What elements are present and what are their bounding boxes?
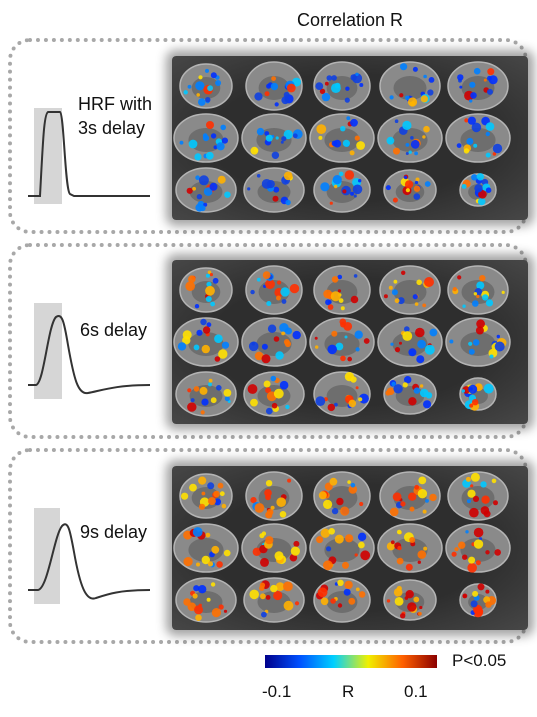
brain-slice bbox=[245, 265, 303, 315]
brain-slice bbox=[313, 471, 371, 521]
panel-3-label: 9s delay bbox=[80, 520, 147, 544]
brain-slice bbox=[313, 371, 371, 417]
brain-slice bbox=[313, 265, 371, 315]
panel-1-label-line2: 3s delay bbox=[78, 118, 146, 138]
brain-slice bbox=[313, 577, 371, 623]
brain-slice bbox=[377, 523, 443, 573]
brain-slice bbox=[309, 113, 375, 163]
brain-slice bbox=[459, 583, 497, 618]
brain-slice bbox=[243, 577, 305, 623]
brain-slice bbox=[447, 265, 509, 315]
panel-1-label: HRF with 3s delay bbox=[78, 92, 152, 140]
brain-slice bbox=[377, 317, 443, 367]
brain-slice bbox=[241, 523, 307, 573]
brain-slice bbox=[243, 371, 305, 417]
brain-slice bbox=[313, 167, 371, 213]
brain-slices-9s bbox=[172, 466, 528, 630]
brain-slice bbox=[447, 61, 509, 111]
brain-slice bbox=[383, 579, 437, 621]
brain-slice bbox=[179, 267, 233, 313]
brain-slice bbox=[245, 471, 303, 521]
brain-slice bbox=[445, 317, 511, 367]
panel-1-label-line1: HRF with bbox=[78, 94, 153, 114]
brain-slice bbox=[383, 373, 437, 415]
brain-slice bbox=[383, 169, 437, 211]
brain-slice bbox=[379, 265, 441, 315]
brain-slice bbox=[379, 471, 441, 521]
brain-slice bbox=[377, 113, 443, 163]
brain-slice bbox=[173, 113, 239, 163]
figure-title: Correlation R bbox=[296, 10, 404, 30]
panel-3-label-line1: 9s delay bbox=[80, 522, 148, 542]
brain-slice bbox=[309, 523, 375, 573]
brain-slice bbox=[179, 63, 233, 109]
brain-slices-6s bbox=[172, 260, 528, 424]
brain-slice bbox=[241, 113, 307, 163]
brain-slice bbox=[445, 523, 511, 573]
colorbar-max-label: 0.1 bbox=[404, 682, 428, 701]
colorbar bbox=[265, 655, 437, 668]
panel-2-label-line1: 6s delay bbox=[80, 320, 148, 340]
brain-slices-3s bbox=[172, 56, 528, 220]
brain-slice bbox=[309, 317, 375, 367]
hrf-curve-3s bbox=[18, 100, 158, 210]
brain-slice bbox=[179, 473, 233, 519]
significance-label: P<0.05 bbox=[452, 651, 507, 670]
colorbar-axis-label: R bbox=[342, 682, 355, 701]
brain-slice bbox=[173, 317, 239, 367]
brain-slice bbox=[445, 113, 511, 163]
brain-slice bbox=[175, 371, 237, 417]
hrf-curve-6s bbox=[18, 295, 158, 405]
panel-2-label: 6s delay bbox=[80, 318, 147, 342]
brain-slice bbox=[459, 173, 497, 207]
brain-slice bbox=[175, 167, 237, 213]
brain-slice bbox=[447, 471, 509, 521]
brain-slice bbox=[175, 577, 237, 623]
colorbar-min-label: -0.1 bbox=[262, 682, 292, 701]
brain-slice bbox=[173, 523, 239, 573]
brain-slice bbox=[243, 167, 305, 213]
brain-slice bbox=[313, 61, 371, 111]
brain-slice bbox=[241, 317, 307, 367]
hrf-curve-9s bbox=[18, 500, 158, 610]
brain-slice bbox=[245, 61, 303, 111]
brain-slice bbox=[379, 61, 441, 111]
brain-slice bbox=[459, 377, 497, 411]
